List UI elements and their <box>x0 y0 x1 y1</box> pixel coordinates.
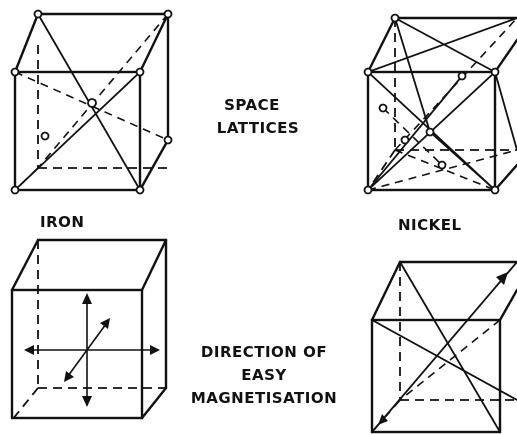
iron-space-lattice <box>10 9 173 195</box>
nickel-front-face <box>366 70 497 192</box>
nickel-dir-edge <box>370 260 402 322</box>
iron-edge <box>138 12 170 74</box>
nickel-body-diagonal <box>371 261 517 433</box>
iron-dir-front-face <box>10 288 144 420</box>
nickel-atom <box>400 135 410 145</box>
iron-dir-edge <box>140 238 168 292</box>
nickel-atom <box>363 185 373 195</box>
iron-edge <box>138 138 170 192</box>
arrowhead-icon <box>82 396 92 407</box>
nickel-face-diagonal <box>494 71 517 151</box>
label-line: LATTICES <box>217 119 299 137</box>
label-line: MAGNETISATION <box>191 389 337 407</box>
nickel-face-diagonal <box>394 149 496 191</box>
iron-front-face <box>13 70 142 192</box>
nickel-atom <box>457 71 467 81</box>
arrowhead-icon <box>100 318 110 329</box>
arrowhead-icon <box>378 414 388 425</box>
iron-dir-edge <box>140 386 168 420</box>
iron-atom <box>40 131 50 141</box>
iron-atom <box>10 67 20 77</box>
iron-body-diagonal <box>14 71 141 191</box>
nickel-atom <box>425 127 435 137</box>
nickel-face-diagonal <box>429 131 496 191</box>
nickel-edge <box>493 163 517 192</box>
nickel-space-lattice <box>363 13 517 195</box>
iron-atom <box>163 135 173 145</box>
nickel-label: NICKEL <box>398 216 462 234</box>
nickel-dir-edge <box>498 288 517 322</box>
nickel-face-diagonal <box>394 17 496 73</box>
nickel-face-diagonal <box>394 17 431 133</box>
nickel-body-diagonal <box>399 319 501 401</box>
nickel-body-diagonal <box>371 319 517 401</box>
nickel-dir-front-face <box>370 318 502 434</box>
arrowhead-icon <box>496 272 508 285</box>
arrowhead-icon <box>82 293 92 304</box>
iron-dir-edge <box>10 238 40 292</box>
nickel-atom <box>390 13 400 23</box>
easy-direction-arrow-z <box>67 323 107 377</box>
label-line: DIRECTION OF <box>201 343 327 361</box>
nickel-atom <box>378 103 388 113</box>
label-line: SPACE <box>224 96 280 114</box>
nickel-face-diagonal <box>394 17 517 151</box>
arrowhead-icon <box>150 345 160 355</box>
nickel-atom <box>490 67 500 77</box>
nickel-atom <box>490 185 500 195</box>
iron-easy-direction-cube <box>10 238 168 421</box>
nickel-body-diagonal <box>399 261 501 433</box>
direction-of-easy-magnetisation-label: DIRECTION OF EASY MAGNETISATION <box>191 343 337 407</box>
arrowhead-icon <box>24 345 34 355</box>
space-lattices-label: SPACE LATTICES <box>217 96 299 137</box>
nickel-face-diagonal <box>367 149 517 191</box>
nickel-atom <box>437 160 447 170</box>
iron-body-centre-atom <box>87 98 97 108</box>
label-line: EASY <box>241 366 287 384</box>
iron-label: IRON <box>40 213 84 231</box>
iron-atom <box>163 9 173 19</box>
iron-atom <box>10 185 20 195</box>
iron-body-diagonal <box>37 13 169 169</box>
iron-edge <box>13 12 40 74</box>
nickel-atom <box>363 67 373 77</box>
iron-dir-hidden-edge <box>11 387 39 421</box>
nickel-edge <box>493 38 517 74</box>
arrowhead-icon <box>64 371 74 382</box>
nickel-easy-direction-cube <box>370 260 517 434</box>
nickel-edge <box>366 16 397 74</box>
iron-atom <box>33 9 43 19</box>
iron-atom <box>135 67 145 77</box>
iron-atom <box>135 185 145 195</box>
nickel-hidden-edge <box>367 149 396 191</box>
nickel-face-diagonal <box>367 17 517 73</box>
